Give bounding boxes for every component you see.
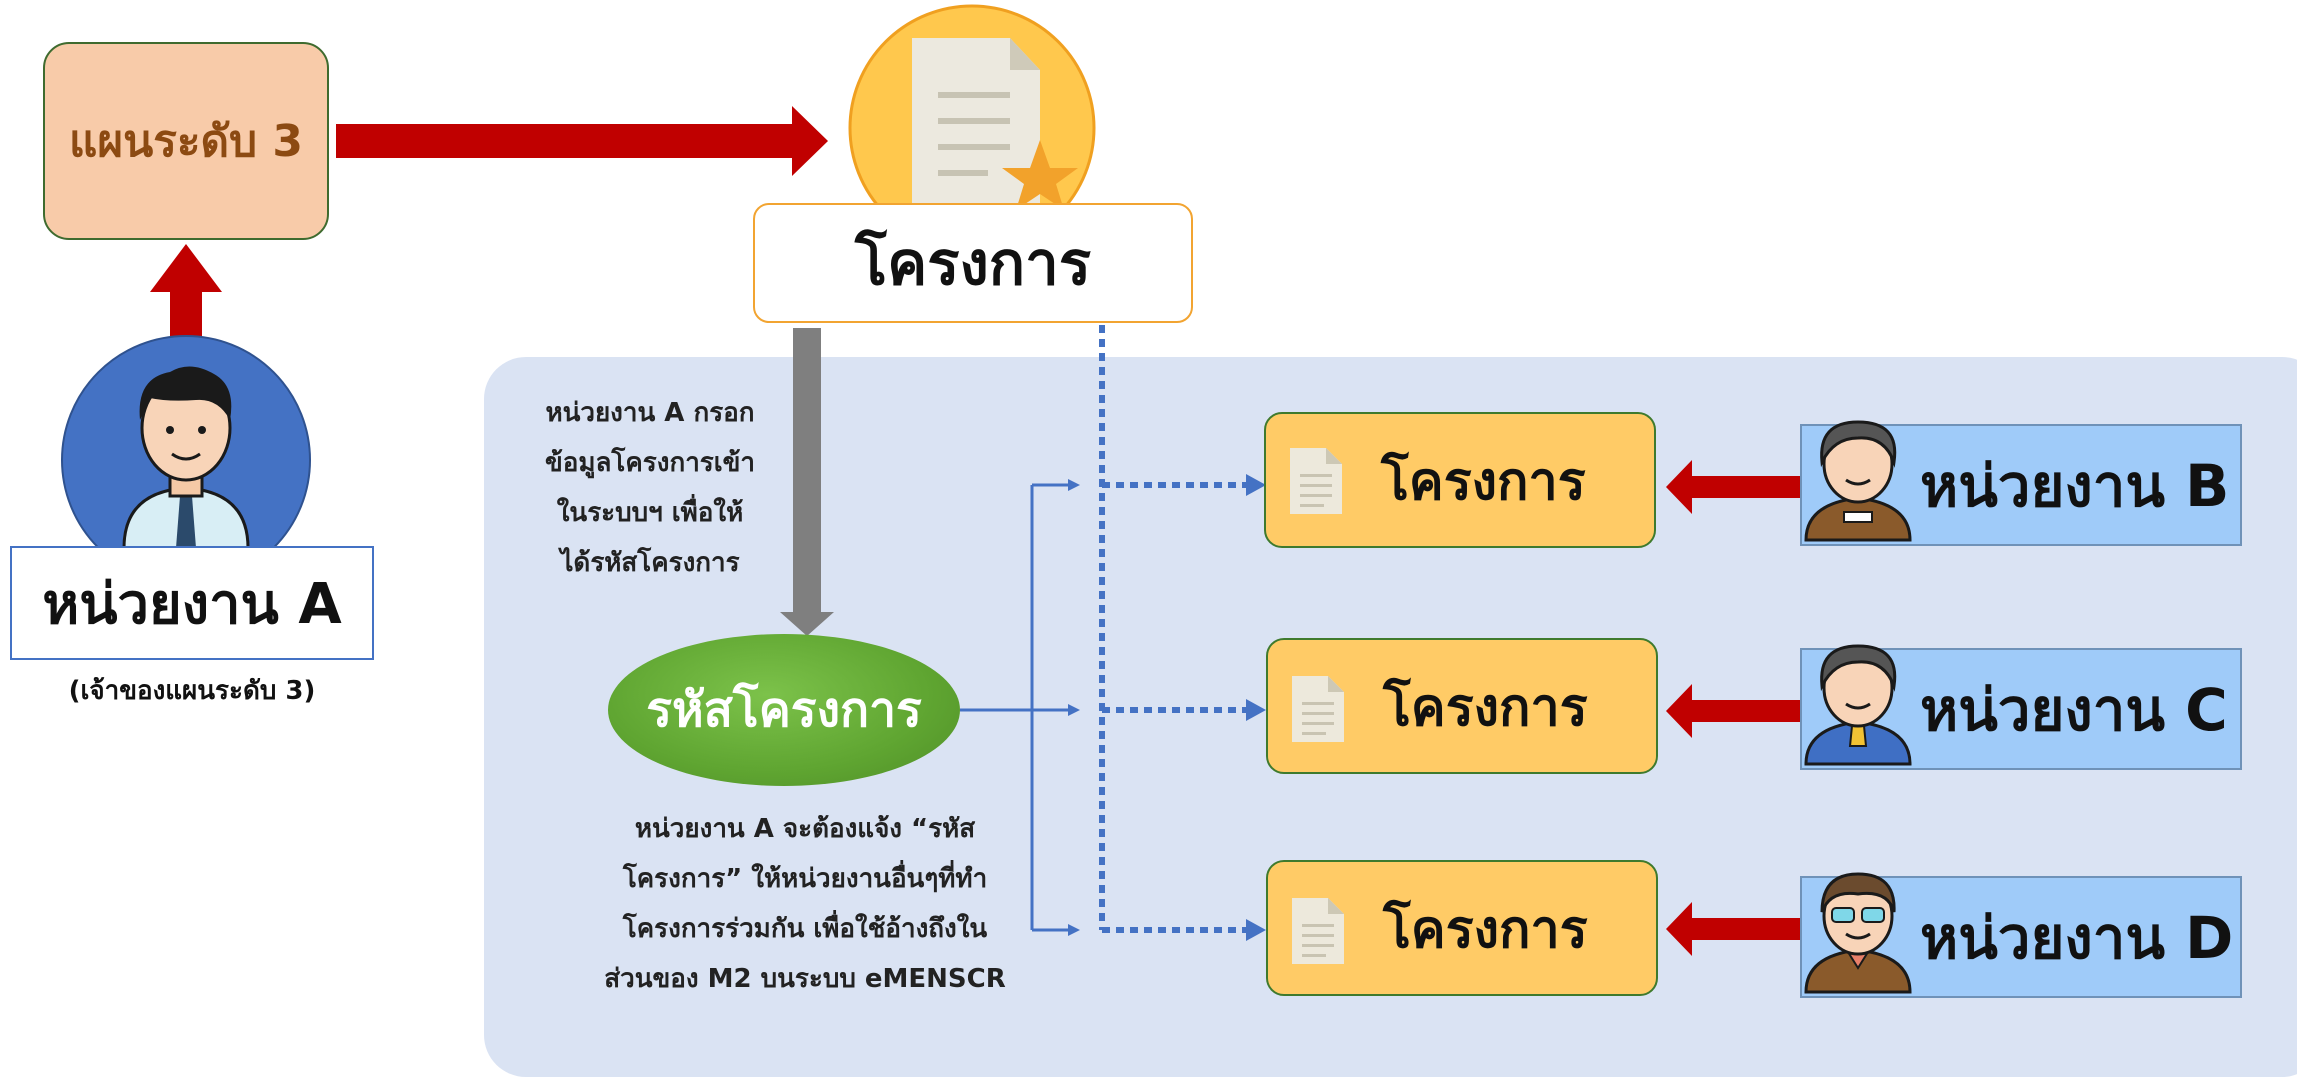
main-project-label: โครงการ [854, 228, 1092, 299]
unit-b-label: หน่วยงาน B [1920, 451, 2230, 520]
unit-a-note: (เจ้าของแผนระดับ 3) [68, 676, 316, 706]
project-label-b: โครงการ [1381, 451, 1586, 512]
unit-c-arrow [1688, 700, 1800, 722]
plan-to-project-arrowhead [792, 106, 828, 176]
person-avatar-icon [1804, 644, 1912, 766]
dotted-arrowhead-d [1246, 919, 1266, 941]
person-avatar-icon [1804, 872, 1912, 994]
document-icon [1290, 448, 1342, 514]
person-avatar-icon [1804, 420, 1912, 542]
fill-note-line: ข้อมูลโครงการเข้า [544, 448, 756, 478]
project-box-c: โครงการ [1266, 638, 1658, 774]
unit-d-arrow [1688, 918, 1800, 940]
plan-to-project-arrow [336, 124, 796, 158]
share-note-line: หน่วยงาน A จะต้องแจ้ง “รหัส [634, 814, 976, 844]
project-box-b: โครงการ [1264, 412, 1656, 548]
share-code-note: หน่วยงาน A จะต้องแจ้ง “รหัส โครงการ” ให้… [570, 804, 1040, 1004]
project-label-d: โครงการ [1383, 899, 1588, 960]
fill-data-note: หน่วยงาน A กรอก ข้อมูลโครงการเข้า ในระบบ… [500, 388, 800, 588]
unit-a-to-plan-arrow [170, 290, 202, 348]
project-code-ellipse: รหัสโครงการ [608, 634, 960, 786]
unit-d-box: หน่วยงาน D [1800, 872, 2242, 998]
project-label-c: โครงการ [1383, 677, 1588, 738]
document-icon [1292, 898, 1344, 964]
unit-b-box: หน่วยงาน B [1800, 420, 2242, 546]
unit-a-to-plan-arrowhead [150, 244, 222, 292]
share-note-line: โครงการ” ให้หน่วยงานอื่นๆที่ทำ [622, 864, 988, 894]
fill-note-line: ได้รหัสโครงการ [560, 548, 740, 578]
unit-c-box: หน่วยงาน C [1800, 644, 2242, 770]
fill-note-line: หน่วยงาน A กรอก [545, 398, 755, 428]
plan-level-3-label: แผนระดับ 3 [69, 116, 303, 167]
project-to-code-arrowhead [780, 612, 834, 636]
plan-level-3-box: แผนระดับ 3 [43, 42, 329, 240]
unit-b-arrow [1688, 476, 1800, 498]
main-project-box: โครงการ [753, 203, 1193, 323]
unit-a-label: หน่วยงาน A [42, 571, 342, 637]
document-icon [1292, 676, 1344, 742]
unit-c-label: หน่วยงาน C [1920, 675, 2228, 744]
project-code-label: รหัสโครงการ [646, 682, 922, 738]
project-box-d: โครงการ [1266, 860, 1658, 996]
share-note-line: โครงการร่วมกัน เพื่อใช้อ้างถึงใน [622, 914, 988, 944]
unit-d-label: หน่วยงาน D [1920, 903, 2234, 972]
dotted-arrowhead-c [1246, 699, 1266, 721]
unit-a-box: หน่วยงาน A [10, 546, 374, 660]
share-note-line: ส่วนของ M2 บนระบบ eMENSCR [604, 964, 1006, 994]
dotted-arrowhead-b [1246, 474, 1266, 496]
project-to-code-arrow [793, 328, 821, 614]
fill-note-line: ในระบบฯ เพื่อให้ [556, 498, 744, 528]
